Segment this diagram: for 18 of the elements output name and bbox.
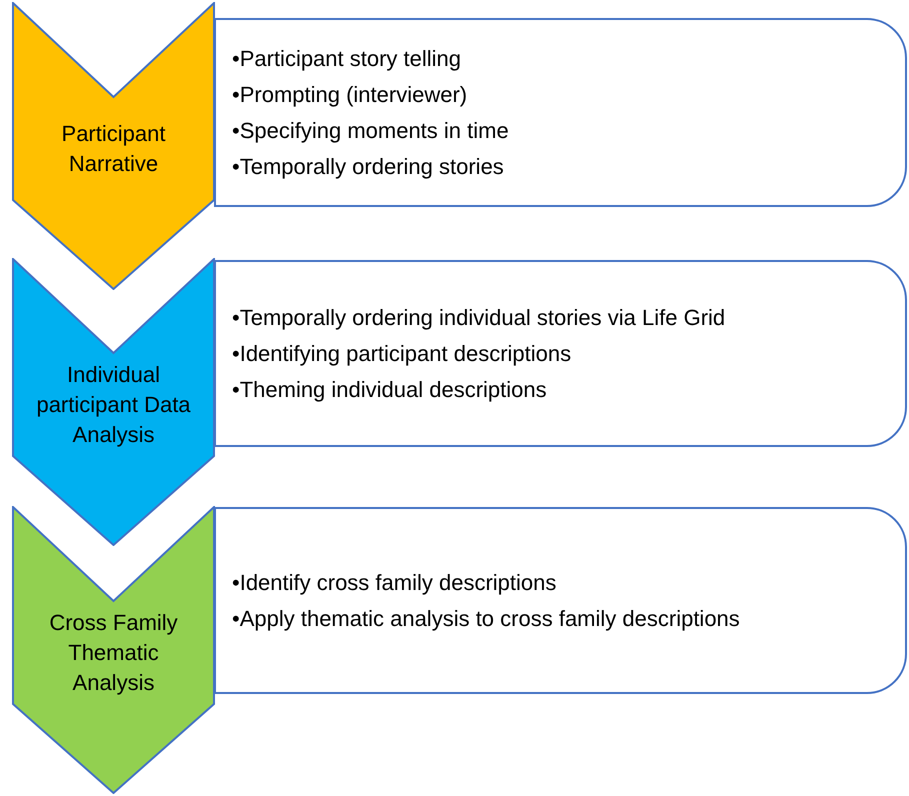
bullet-item: •Identifying participant descriptions <box>232 340 572 368</box>
bullet-item: •Apply thematic analysis to cross family descriptions <box>232 604 741 633</box>
chevron-shape <box>12 258 215 546</box>
stage-label: Individual participant Data Analysis <box>35 360 192 449</box>
stage-label: Participant Narrative <box>60 120 166 178</box>
bullet-item: •Temporally ordering stories <box>232 152 505 181</box>
bullet-item: •Prompting (interviewer) <box>232 80 468 109</box>
stage-label: Cross Family Thematic Analysis <box>48 608 179 697</box>
bullet-item: •Theming individual descriptions <box>232 376 548 404</box>
chevron-shape <box>12 506 215 794</box>
bullet-item: •Identify cross family descriptions <box>232 568 558 597</box>
rounded-box <box>214 18 907 207</box>
rounded-box <box>214 260 907 447</box>
chevron-shape <box>12 2 215 290</box>
bullet-item: •Participant story telling <box>232 44 462 73</box>
rounded-box <box>214 507 907 694</box>
bullet-item: •Specifying moments in time <box>232 116 510 145</box>
bullet-item: •Temporally ordering individual stories via Life Grid <box>232 304 726 332</box>
